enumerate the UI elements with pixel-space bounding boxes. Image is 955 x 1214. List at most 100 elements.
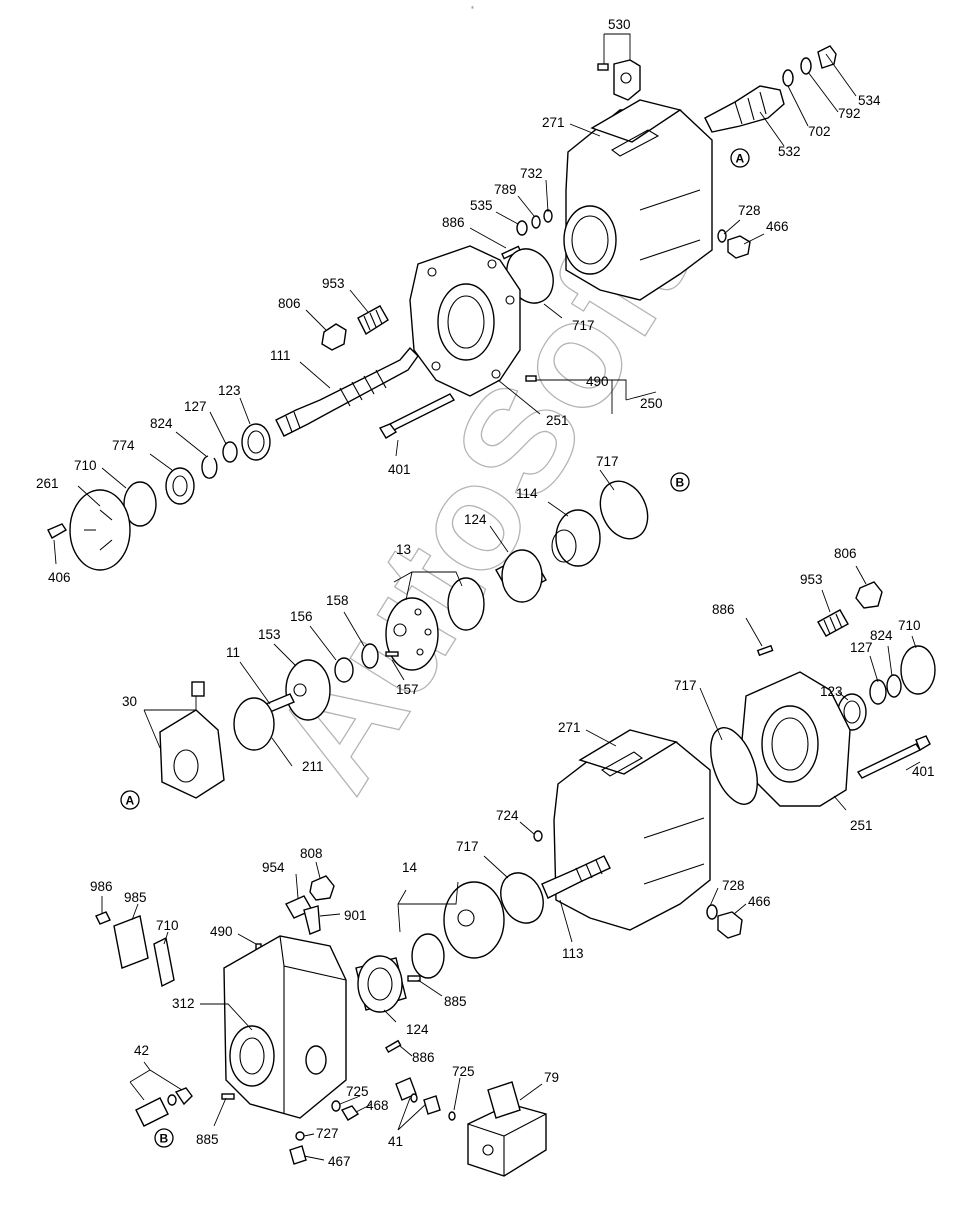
part-79-solenoid (467, 1081, 547, 1177)
callout-725-b: 725 (452, 1064, 475, 1079)
callout-774: 774 (112, 438, 135, 453)
parts-953-806-top (321, 305, 389, 351)
callout-11: 11 (226, 645, 240, 660)
callout-123-top: 123 (218, 383, 241, 398)
part-251-endcover-mid (741, 671, 851, 807)
callout-806-top: 806 (278, 296, 301, 311)
callout-490-top: 490 (586, 374, 609, 389)
part-401-bolt-mid (856, 735, 931, 779)
parts-702-792-534 (782, 45, 837, 87)
part-153-plate (285, 659, 331, 721)
parts-535-789-732 (516, 209, 553, 236)
callout-14: 14 (402, 860, 418, 875)
part-127-ring-top (222, 441, 238, 463)
callout-158: 158 (326, 593, 349, 608)
part-261-cover (69, 489, 131, 571)
ref-a2: A (120, 790, 140, 810)
callout-789: 789 (494, 182, 517, 197)
part-774-seal (165, 467, 195, 505)
callout-901: 901 (344, 908, 367, 923)
callout-732: 732 (520, 166, 543, 181)
part-885-pin-a (407, 975, 421, 982)
callout-725-a: 725 (346, 1084, 369, 1099)
callout-728-top: 728 (738, 203, 761, 218)
callout-271-mid: 271 (558, 720, 581, 735)
part-824-snapring-top (201, 455, 218, 479)
callout-885-a: 885 (444, 994, 467, 1009)
callout-467: 467 (328, 1154, 351, 1169)
ref-b2: B (154, 1128, 174, 1148)
callout-468: 468 (366, 1098, 389, 1113)
callout-710-low: 710 (156, 918, 179, 933)
callout-886-top: 886 (442, 215, 465, 230)
callout-724: 724 (496, 808, 519, 823)
callout-490-bottom: 490 (210, 924, 233, 939)
callout-124-low: 124 (406, 1022, 429, 1037)
part-114-coupling (551, 509, 601, 567)
part-717-oring-mid (599, 480, 649, 540)
callout-labels: 530 534 792 702 532 271 732 789 535 886 … (36, 17, 935, 1169)
part-401-bolt-top (378, 393, 456, 439)
part-490-pin-top (525, 375, 537, 382)
part-13-cylinder (385, 577, 485, 671)
callout-710-top: 710 (74, 458, 97, 473)
part-824-ring-mid (886, 674, 902, 698)
part-127-ring-mid (869, 679, 887, 705)
callout-885-b: 885 (196, 1132, 219, 1147)
callout-953-mid: 953 (800, 572, 823, 587)
leader-lines (53, 33, 921, 1161)
callout-530: 530 (608, 17, 631, 32)
parts-986-985-710 (95, 911, 175, 988)
callout-42: 42 (134, 1043, 149, 1058)
ref-b1: B (670, 472, 690, 492)
callout-466-top: 466 (766, 219, 789, 234)
part-211-plate (233, 697, 275, 751)
ref-a1: A (730, 148, 750, 168)
parts-728-466-top (717, 229, 751, 259)
callout-156: 156 (290, 609, 313, 624)
parts-806-953-mid (817, 581, 883, 637)
callout-261: 261 (36, 476, 59, 491)
tiny-mark: ® (471, 5, 474, 10)
callout-79: 79 (544, 1070, 559, 1085)
callout-251-top: 251 (546, 413, 569, 428)
part-886-pin-bottom (384, 1039, 402, 1054)
part-113-shaft (541, 855, 611, 899)
callout-13: 13 (396, 542, 411, 557)
callout-792: 792 (838, 106, 861, 121)
callout-824-top: 824 (150, 416, 173, 431)
callout-153: 153 (258, 627, 281, 642)
callout-717-mid: 717 (596, 454, 619, 469)
part-710-oring-mid (900, 645, 936, 695)
callout-157: 157 (396, 682, 419, 697)
callout-886-mid: 886 (712, 602, 735, 617)
callout-406: 406 (48, 570, 71, 585)
part-710-oring-top (123, 481, 157, 527)
callout-127-top: 127 (184, 399, 207, 414)
part-717-oring-mid2 (710, 727, 758, 805)
callout-717-top: 717 (572, 318, 595, 333)
callout-824-mid: 824 (870, 628, 893, 643)
callout-123-mid: 123 (820, 684, 843, 699)
callout-251-mid: 251 (850, 818, 873, 833)
part-530-sensor (597, 59, 641, 101)
callout-702: 702 (808, 124, 831, 139)
parts-954-808-901 (285, 875, 335, 935)
part-30-swash (159, 681, 225, 799)
svg-text:B: B (676, 476, 685, 490)
callout-806-mid: 806 (834, 546, 857, 561)
parts-725-468-727-467 (289, 1100, 360, 1165)
callout-808: 808 (300, 846, 323, 861)
part-406-bolt (47, 523, 67, 539)
callout-114: 114 (516, 486, 538, 501)
callout-710-mid: 710 (898, 618, 921, 633)
callout-401-top: 401 (388, 462, 411, 477)
callout-728-mid: 728 (722, 878, 745, 893)
parts-728-466-mid (706, 904, 743, 939)
callout-127-mid: 127 (850, 640, 873, 655)
part-271-housing-top (563, 99, 713, 301)
part-42 (135, 1087, 193, 1127)
part-251-endcover-top (409, 245, 521, 397)
svg-text:A: A (126, 794, 135, 808)
